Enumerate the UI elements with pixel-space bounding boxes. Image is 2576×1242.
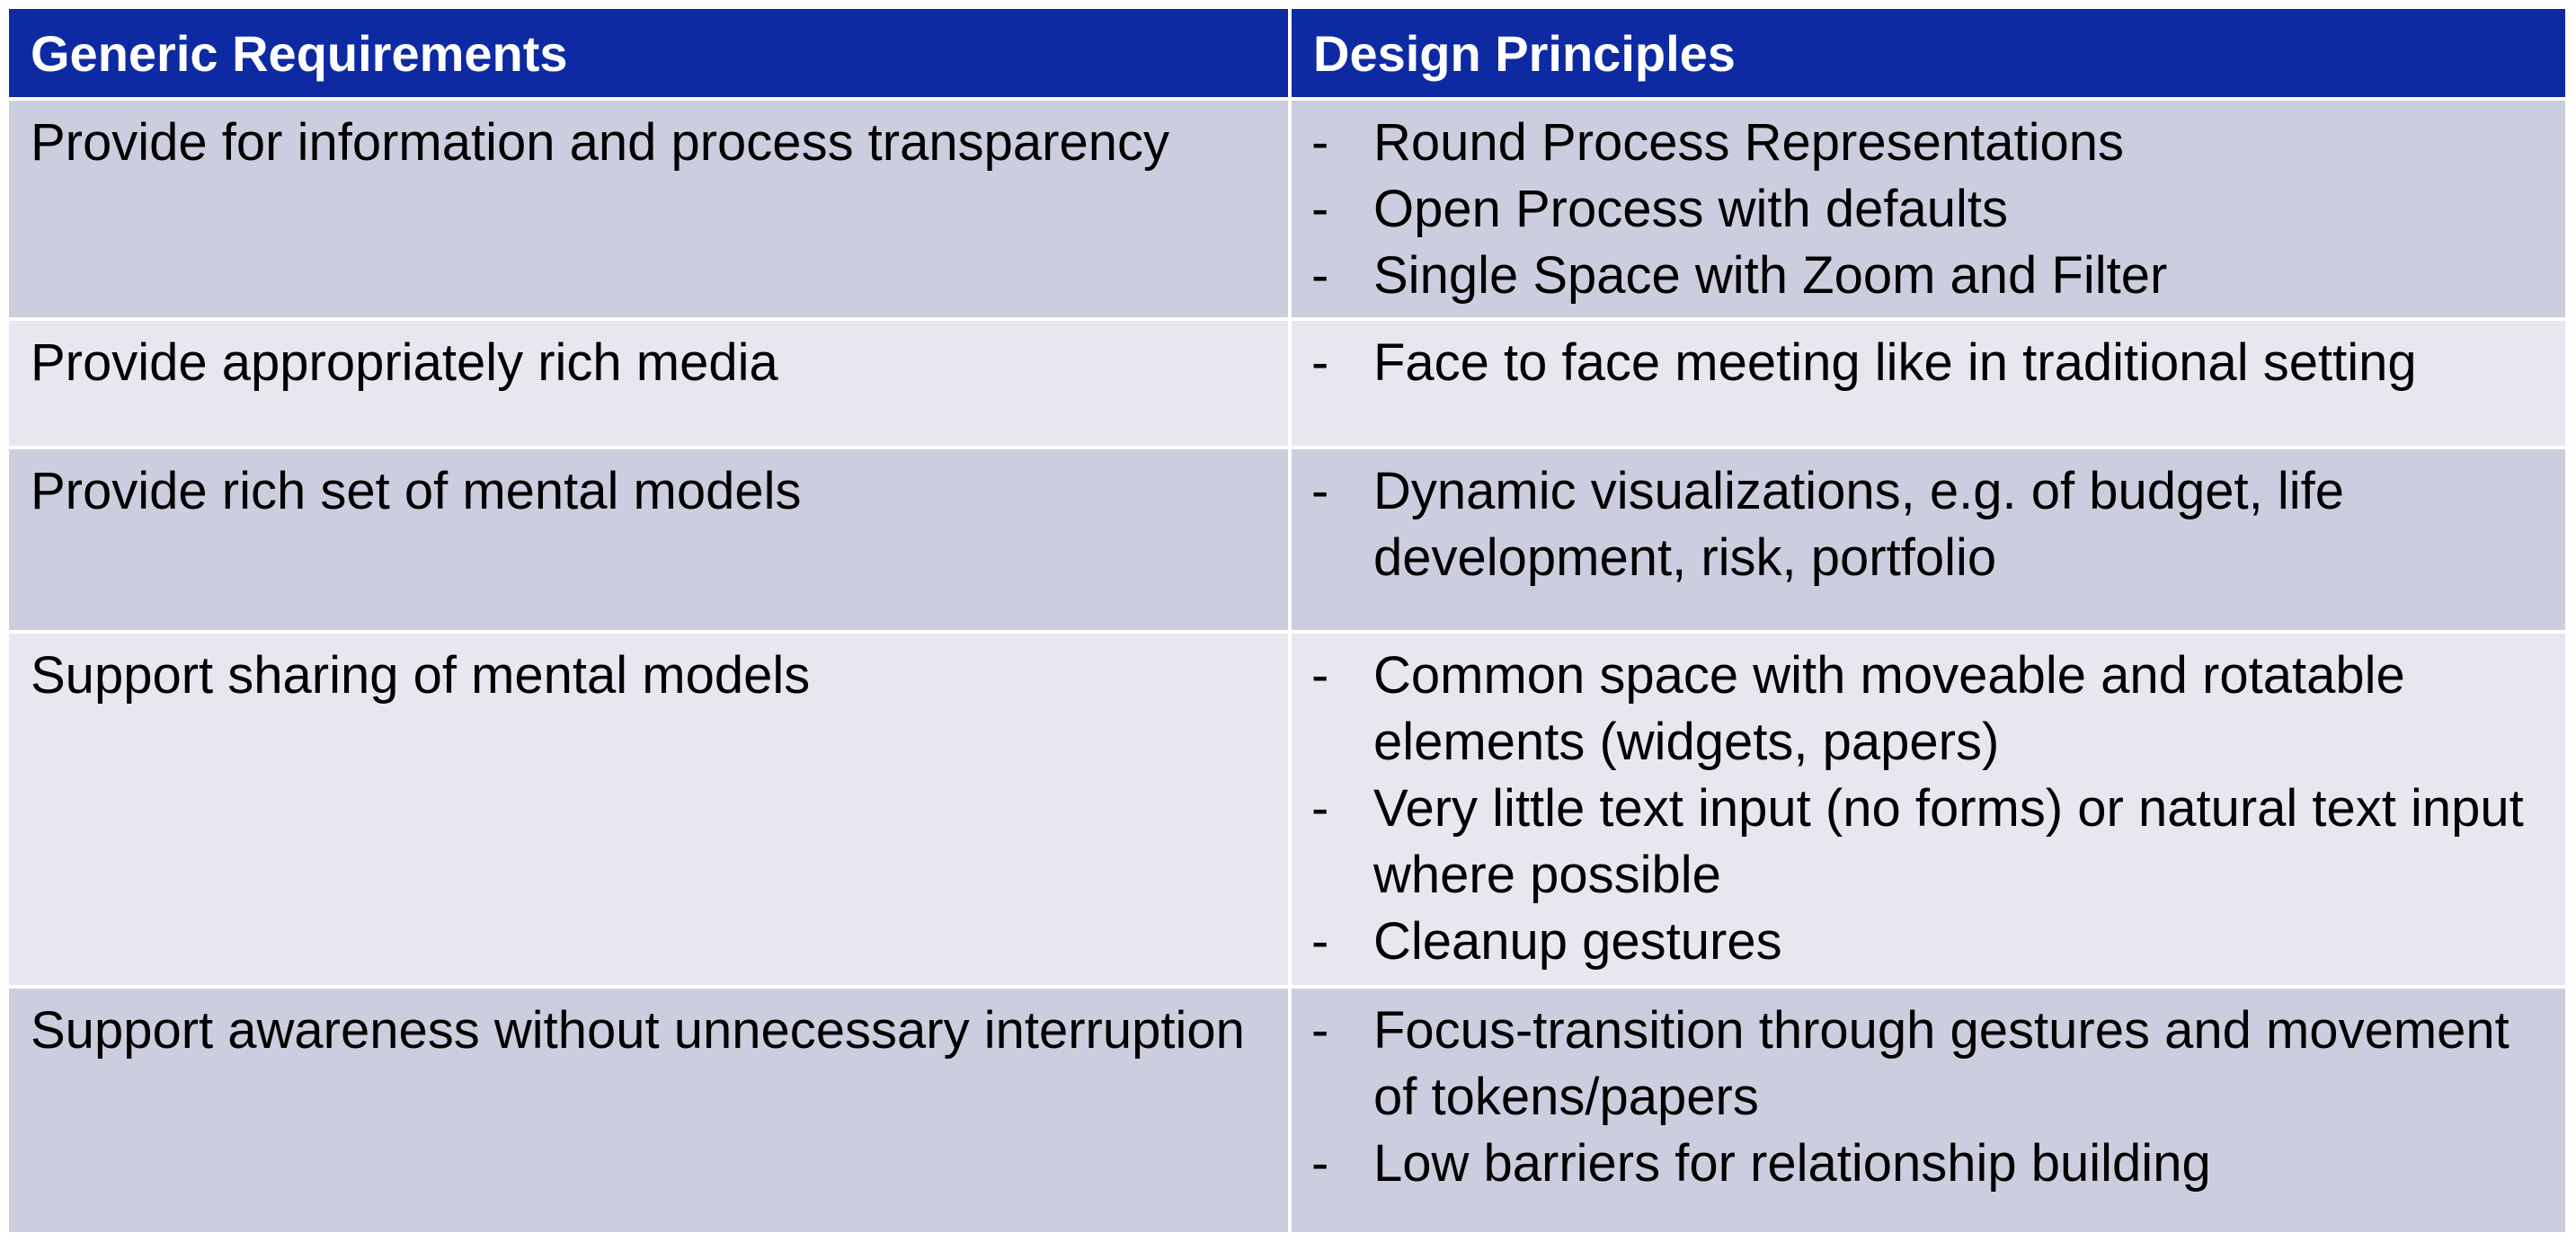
table-row: Provide appropriately rich media - Face … <box>9 321 2565 449</box>
principle-text: Cleanup gestures <box>1373 912 1782 971</box>
header-row: Generic Requirements Design Principles <box>9 9 2565 101</box>
table-row: Support sharing of mental models - Commo… <box>9 634 2565 989</box>
principles-cell: - Dynamic visualizations, e.g. of budget… <box>1292 449 2565 634</box>
requirement-cell: Provide appropriately rich media <box>9 321 1292 449</box>
principle-text: Round Process Representations <box>1373 113 2125 172</box>
bullet-dash: - <box>1311 912 1329 971</box>
principle-text: Low barriers for relationship building <box>1373 1134 2211 1193</box>
principles-cell: - Focus-transition through gestures and … <box>1292 989 2565 1236</box>
bullet-dash: - <box>1311 1134 1329 1193</box>
principle-item: - Open Process with defaults <box>1311 176 2547 243</box>
bullet-dash: - <box>1311 246 1329 305</box>
header-design-principles: Design Principles <box>1292 9 2565 101</box>
principle-item: - Low barriers for relationship building <box>1311 1131 2547 1197</box>
principle-text: Very little text input (no forms) or nat… <box>1373 779 2524 904</box>
requirement-cell: Support sharing of mental models <box>9 634 1292 989</box>
principles-cell: - Round Process Representations - Open P… <box>1292 101 2565 321</box>
requirements-table: Generic Requirements Design Principles P… <box>9 9 2565 1236</box>
bullet-dash: - <box>1311 113 1329 172</box>
requirement-cell: Provide for information and process tran… <box>9 101 1292 321</box>
bullet-dash: - <box>1311 462 1329 520</box>
table-row: Support awareness without unnecessary in… <box>9 989 2565 1236</box>
bullet-dash: - <box>1311 180 1329 238</box>
principle-item: - Dynamic visualizations, e.g. of budget… <box>1311 458 2547 591</box>
principle-item: - Round Process Representations <box>1311 110 2547 176</box>
principle-item: - Face to face meeting like in tradition… <box>1311 330 2547 396</box>
principle-text: Face to face meeting like in traditional… <box>1373 333 2417 392</box>
principle-item: - Single Space with Zoom and Filter <box>1311 243 2547 309</box>
principles-list: - Dynamic visualizations, e.g. of budget… <box>1311 458 2547 591</box>
requirement-cell: Provide rich set of mental models <box>9 449 1292 634</box>
table-row: Provide rich set of mental models - Dyna… <box>9 449 2565 634</box>
principle-text: Open Process with defaults <box>1373 180 2009 238</box>
principles-list: - Focus-transition through gestures and … <box>1311 998 2547 1197</box>
bullet-dash: - <box>1311 1001 1329 1060</box>
bullet-dash: - <box>1311 779 1329 838</box>
principle-item: - Focus-transition through gestures and … <box>1311 998 2547 1131</box>
principle-item: - Cleanup gestures <box>1311 909 2547 975</box>
table-row: Provide for information and process tran… <box>9 101 2565 321</box>
principle-text: Single Space with Zoom and Filter <box>1373 246 2168 305</box>
principles-list: - Common space with moveable and rotatab… <box>1311 643 2547 975</box>
principle-text: Dynamic visualizations, e.g. of budget, … <box>1373 462 2344 587</box>
requirement-cell: Support awareness without unnecessary in… <box>9 989 1292 1236</box>
bullet-dash: - <box>1311 646 1329 705</box>
principles-list: - Round Process Representations - Open P… <box>1311 110 2547 309</box>
principle-item: - Very little text input (no forms) or n… <box>1311 776 2547 909</box>
header-generic-requirements: Generic Requirements <box>9 9 1292 101</box>
principle-text: Focus-transition through gestures and mo… <box>1373 1001 2509 1126</box>
principles-cell: - Common space with moveable and rotatab… <box>1292 634 2565 989</box>
bullet-dash: - <box>1311 333 1329 392</box>
principles-list: - Face to face meeting like in tradition… <box>1311 330 2547 396</box>
principle-item: - Common space with moveable and rotatab… <box>1311 643 2547 776</box>
principles-cell: - Face to face meeting like in tradition… <box>1292 321 2565 449</box>
principle-text: Common space with moveable and rotatable… <box>1373 646 2405 771</box>
